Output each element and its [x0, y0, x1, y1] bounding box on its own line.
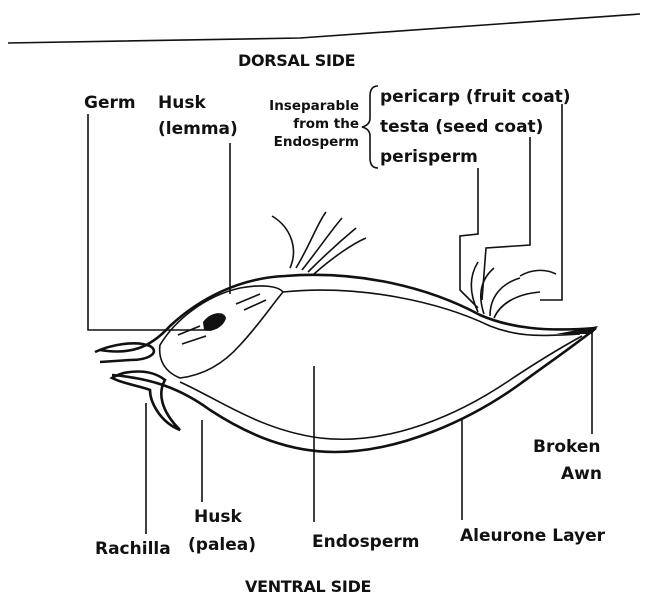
- label-broken-awn-line2: Awn: [561, 464, 602, 484]
- label-husk-lemma-line1: Husk: [158, 93, 206, 113]
- label-rachilla: Rachilla: [95, 539, 171, 559]
- leader-testa: [482, 137, 530, 300]
- aleurone-inner-line: [180, 336, 582, 439]
- leader-lines: [88, 86, 592, 534]
- label-aleurone: Aleurone Layer: [460, 526, 606, 546]
- awn-hair-1: [272, 216, 293, 268]
- germ-outline: [160, 286, 283, 378]
- page-top-rule: [8, 14, 640, 43]
- brush-hair-4: [494, 292, 540, 318]
- germ-line-2: [182, 336, 206, 344]
- ventral-side-header: VENTRAL SIDE: [245, 577, 371, 596]
- label-husk-palea-line2: (palea): [188, 535, 256, 555]
- label-husk-palea-line1: Husk: [194, 507, 242, 527]
- brush-hair-5: [520, 270, 556, 276]
- husk-palea-outline: [112, 328, 596, 452]
- label-testa: testa (seed coat): [380, 117, 543, 137]
- awn-hair-4: [308, 228, 356, 272]
- label-inseparable-line2: from the: [293, 116, 359, 132]
- leader-germ: [88, 114, 212, 330]
- label-pericarp: pericarp (fruit coat): [380, 87, 571, 107]
- husk-lemma-outline: [100, 275, 596, 352]
- germ-spot: [203, 313, 226, 331]
- germ-line-3: [236, 294, 260, 304]
- awn-hair-3: [302, 218, 342, 270]
- dorsal-side-header: DORSAL SIDE: [238, 51, 355, 70]
- inseparable-brace: [362, 86, 378, 168]
- leader-perisperm: [460, 168, 478, 308]
- label-broken-awn-line1: Broken: [533, 437, 601, 457]
- germ-line-4: [244, 300, 266, 310]
- label-endosperm: Endosperm: [312, 532, 419, 552]
- label-husk-lemma-line2: (lemma): [158, 119, 238, 139]
- grain-illustration: [95, 212, 598, 452]
- label-germ: Germ: [84, 93, 136, 113]
- label-inseparable-line3: Endosperm: [274, 134, 359, 150]
- label-perisperm: perisperm: [380, 147, 478, 167]
- label-inseparable-line1: Inseparable: [269, 98, 359, 114]
